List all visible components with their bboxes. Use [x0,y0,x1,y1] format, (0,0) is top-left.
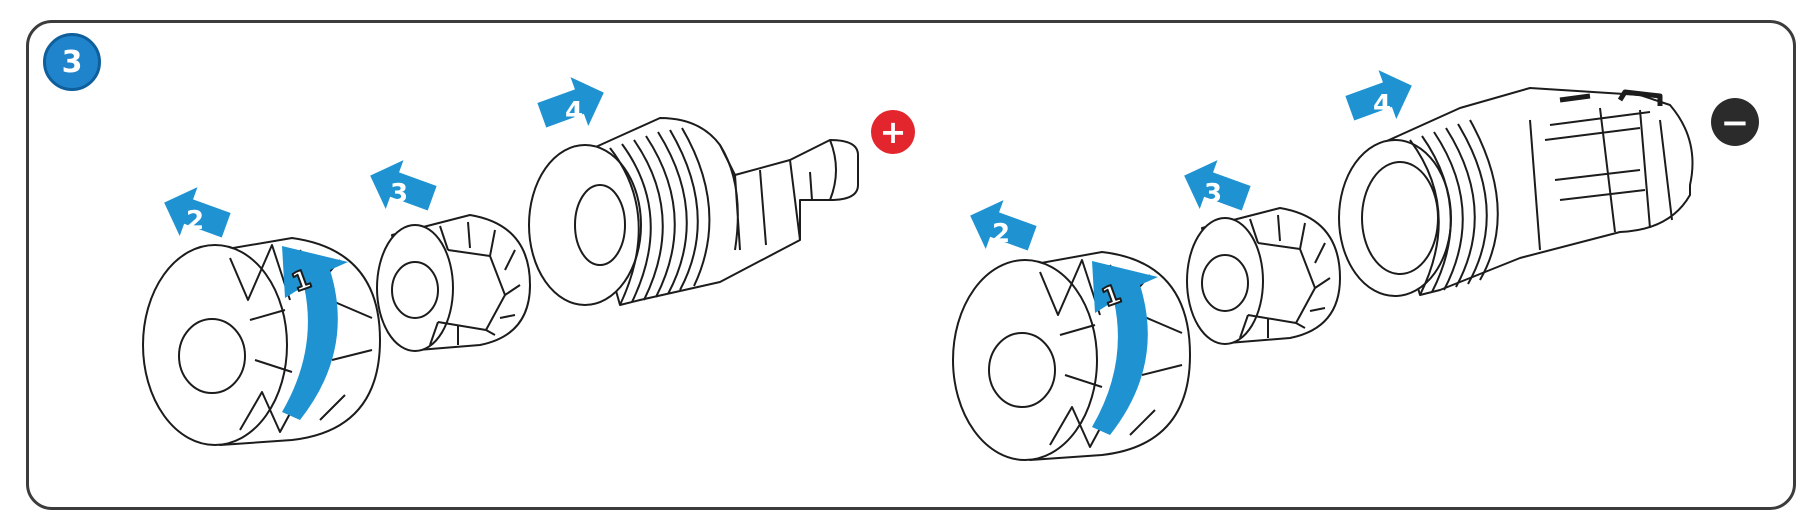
cap-nut [952,251,1191,461]
rotate-arrow [1092,261,1158,435]
negative-polarity-icon [1711,98,1759,146]
rotate-arrow [282,246,348,420]
instruction-frame [26,20,1796,510]
arrow-label-cap: 2 [992,219,1010,249]
arrow-label-seal: 3 [1204,179,1222,209]
arrow-label-body: 4 [565,97,583,127]
arrow-label-body: 4 [1373,90,1391,120]
seal-insert [1186,207,1341,345]
positive-polarity-symbol: + [880,113,907,151]
assembly-negative: 1 [952,87,1694,461]
negative-polarity-symbol: − [1721,103,1750,143]
cap-nut [142,237,381,446]
arrow-label-seal: 3 [390,179,408,209]
positive-polarity-icon [871,110,915,154]
threaded-body [1338,87,1694,297]
assembly-positive: 1 [142,117,859,446]
arrow-label-cap: 2 [186,206,204,236]
step-number-badge: 3 [43,33,101,91]
seal-insert [376,214,531,352]
threaded-body [528,117,859,306]
